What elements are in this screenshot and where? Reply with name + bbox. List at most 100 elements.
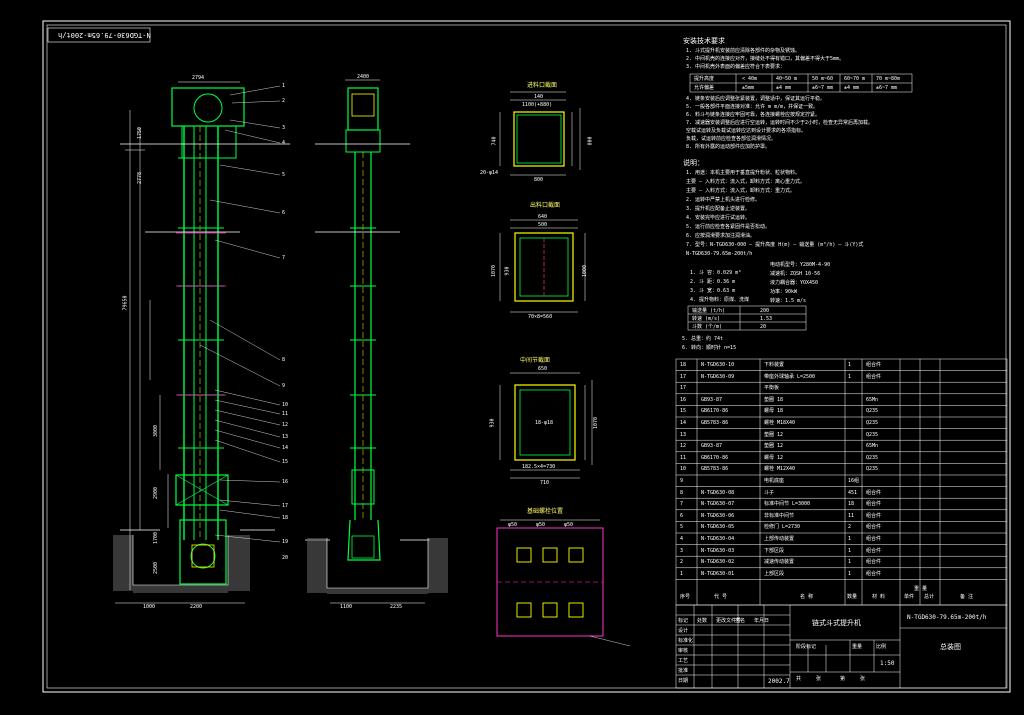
section-middle-dim: 1070 (593, 416, 600, 430)
bom-cell-index: 10 (680, 466, 687, 473)
title-block-stage-label: 张 (816, 676, 822, 682)
bom-cell-material: 65Mn (866, 396, 879, 403)
section-outlet-dim: 640 (538, 214, 548, 220)
bom-cell-qty: 451 (848, 489, 858, 496)
tol-value-cell: ±6~7 mm (876, 85, 898, 91)
bom-cell-code: GB93-87 (701, 443, 723, 450)
section-middle (499, 372, 593, 479)
tech-req-line: 4. 链条安装后应调整张紧装置，调整适中，保证其运行平稳。 (686, 96, 826, 102)
section-inlet-dim: 740 (491, 136, 498, 146)
title-block-stage-label: 第 (840, 676, 846, 682)
part-callout-8: 8 (282, 357, 286, 363)
bom-cell-qty: 1 (848, 559, 852, 566)
bom-cell-name: 螺母 12 (764, 454, 784, 461)
capacity-label: 转速 (m/s) (692, 316, 721, 322)
title-block-label: 日期 (678, 678, 689, 684)
bom-cell-name: 斗子 (764, 489, 775, 496)
bom-cell-name: 上部区段 (764, 570, 785, 577)
title-block-stage-label: 张 (860, 676, 866, 682)
bom-cell-name: 下料装置 (764, 362, 785, 368)
bom-cell-code: N-TGD630-01 (701, 570, 735, 577)
dim-bottom-left: 1000 (143, 604, 156, 610)
section-foundation-dim: φ50 (508, 522, 518, 528)
title-block-label: 年月日 (754, 618, 770, 624)
bom-cell-index: 11 (680, 454, 687, 461)
bom-cell-index: 17 (680, 385, 687, 392)
bom-cell-material: 组合件 (866, 559, 882, 566)
dim-height-a: 1750 (137, 126, 144, 140)
param-line: 2. 斗 距：0.36 m (690, 279, 736, 285)
front-magenta (176, 232, 226, 396)
section-foundation-dim: φ50 (564, 522, 574, 528)
tech-req-line: 5. 一般各部件平面连接对准：允许 m m/m，并保证一致。 (686, 104, 819, 110)
bom-cell-material: Q235 (866, 431, 879, 438)
bom-header-cell: 名 称 (800, 594, 814, 600)
drawing-stamp: N-TGD630-79.65m-200t/h (58, 31, 151, 39)
part-callout-2: 2 (282, 98, 286, 104)
tol-header-cell: 70 m~80m (876, 76, 901, 82)
title-block-name: 链式斗式提升机 (812, 619, 861, 627)
bom-cell-name: 标准中间节 L=3000 (764, 501, 811, 508)
part-callout-17: 17 (282, 503, 289, 509)
title-block-stage-label: 重量 (852, 644, 863, 650)
bom-cell-material: 组合件 (866, 570, 882, 577)
part-callout-10: 10 (282, 402, 289, 408)
bom-cell-material: 组合件 (866, 501, 882, 508)
bom-header-cell: 序号 (680, 594, 691, 600)
bom-cell-index: 13 (680, 431, 687, 438)
bom-cell-material: 组合件 (866, 489, 882, 496)
capacity-value: 1.53 (760, 316, 773, 322)
bom-cell-code: GB5783-86 (701, 466, 729, 473)
tech-req-title: 安装技术要求 (683, 37, 725, 45)
outer-border (42, 20, 1011, 693)
bom-cell-material: Q235 (866, 420, 879, 426)
bom-cell-name: 垫圈 18 (764, 396, 784, 403)
motor-param-line: 功率：90kW (770, 289, 798, 295)
bom-cell-index: 6 (680, 512, 684, 519)
note-line: 5. 运行前应检查各紧固件是否松动。 (686, 224, 771, 230)
dim-height-d: 2900 (153, 486, 160, 500)
bom-cell-index: 1 (680, 570, 684, 577)
tol-header-cell: 提升高度 (694, 76, 715, 82)
title-block-stage-label: 比例 (876, 644, 887, 650)
part-callout-11: 11 (282, 411, 289, 417)
tol-header-cell: 60~70 m (844, 76, 866, 82)
title-block-label: 标准化 (678, 638, 694, 644)
bom-cell-index: 18 (680, 362, 687, 368)
bom-table-lines (675, 358, 1008, 606)
section-outlet-title: 出料口截面 (530, 202, 561, 209)
front-dim-lines (115, 81, 245, 604)
tech-req-line: 8. 所有外露的运动部件应加防护罩。 (686, 144, 771, 150)
capacity-table-lines (687, 305, 807, 331)
bom-cell-qty: 11 (848, 512, 855, 519)
title-block-stage-label: 阶段标记 (796, 644, 817, 650)
tol-value-cell: ±5mm (742, 85, 755, 91)
motor-param-line: 转速：1.5 m/s (770, 298, 807, 304)
bom-cell-name: 带座外球轴承 L=2500 (764, 373, 816, 380)
tol-header-cell: 50 m~60 (812, 76, 834, 82)
section-middle-dim: 930 (489, 418, 496, 428)
part-callout-13: 13 (282, 434, 289, 440)
note-line: 主要 — 入料方式：流入式，卸料方式：重力式。 (686, 188, 796, 194)
bom-cell-name: 电机底座 (764, 478, 785, 484)
title-block-label: 标记 (678, 618, 689, 624)
bom-cell-code: N-TGD630-06 (701, 512, 735, 519)
dim-top-width: 2794 (192, 75, 205, 81)
tol-value-cell: ±6~7 mm (812, 85, 834, 91)
bom-cell-qty: 1 (848, 547, 852, 554)
title-block-scale: 1:50 (880, 660, 895, 667)
bom-cell-material: 组合件 (866, 362, 882, 368)
tech-req-line: 2. 中间机壳的连接应对齐，接缝处不得有错口，其偏差不得大于5mm。 (686, 56, 845, 62)
note-line: 3. 提升机应配备止逆装置。 (686, 206, 751, 212)
dim-side-bottom-b: 2235 (390, 604, 403, 610)
part-callout-4: 4 (282, 140, 286, 146)
section-outlet-dim: 70×8=560 (528, 314, 553, 320)
bom-cell-name: 螺栓 M12X40 (764, 466, 796, 473)
section-inlet-title: 进料口截面 (527, 82, 558, 89)
capacity-value: 200 (760, 308, 770, 314)
bom-cell-index: 17 (680, 373, 687, 380)
title-block-label: 签名 (735, 618, 746, 624)
section-inlet (499, 91, 581, 176)
bom-header-cell: 总计 (924, 594, 935, 600)
tol-header-cell: 40~50 m (776, 76, 798, 82)
